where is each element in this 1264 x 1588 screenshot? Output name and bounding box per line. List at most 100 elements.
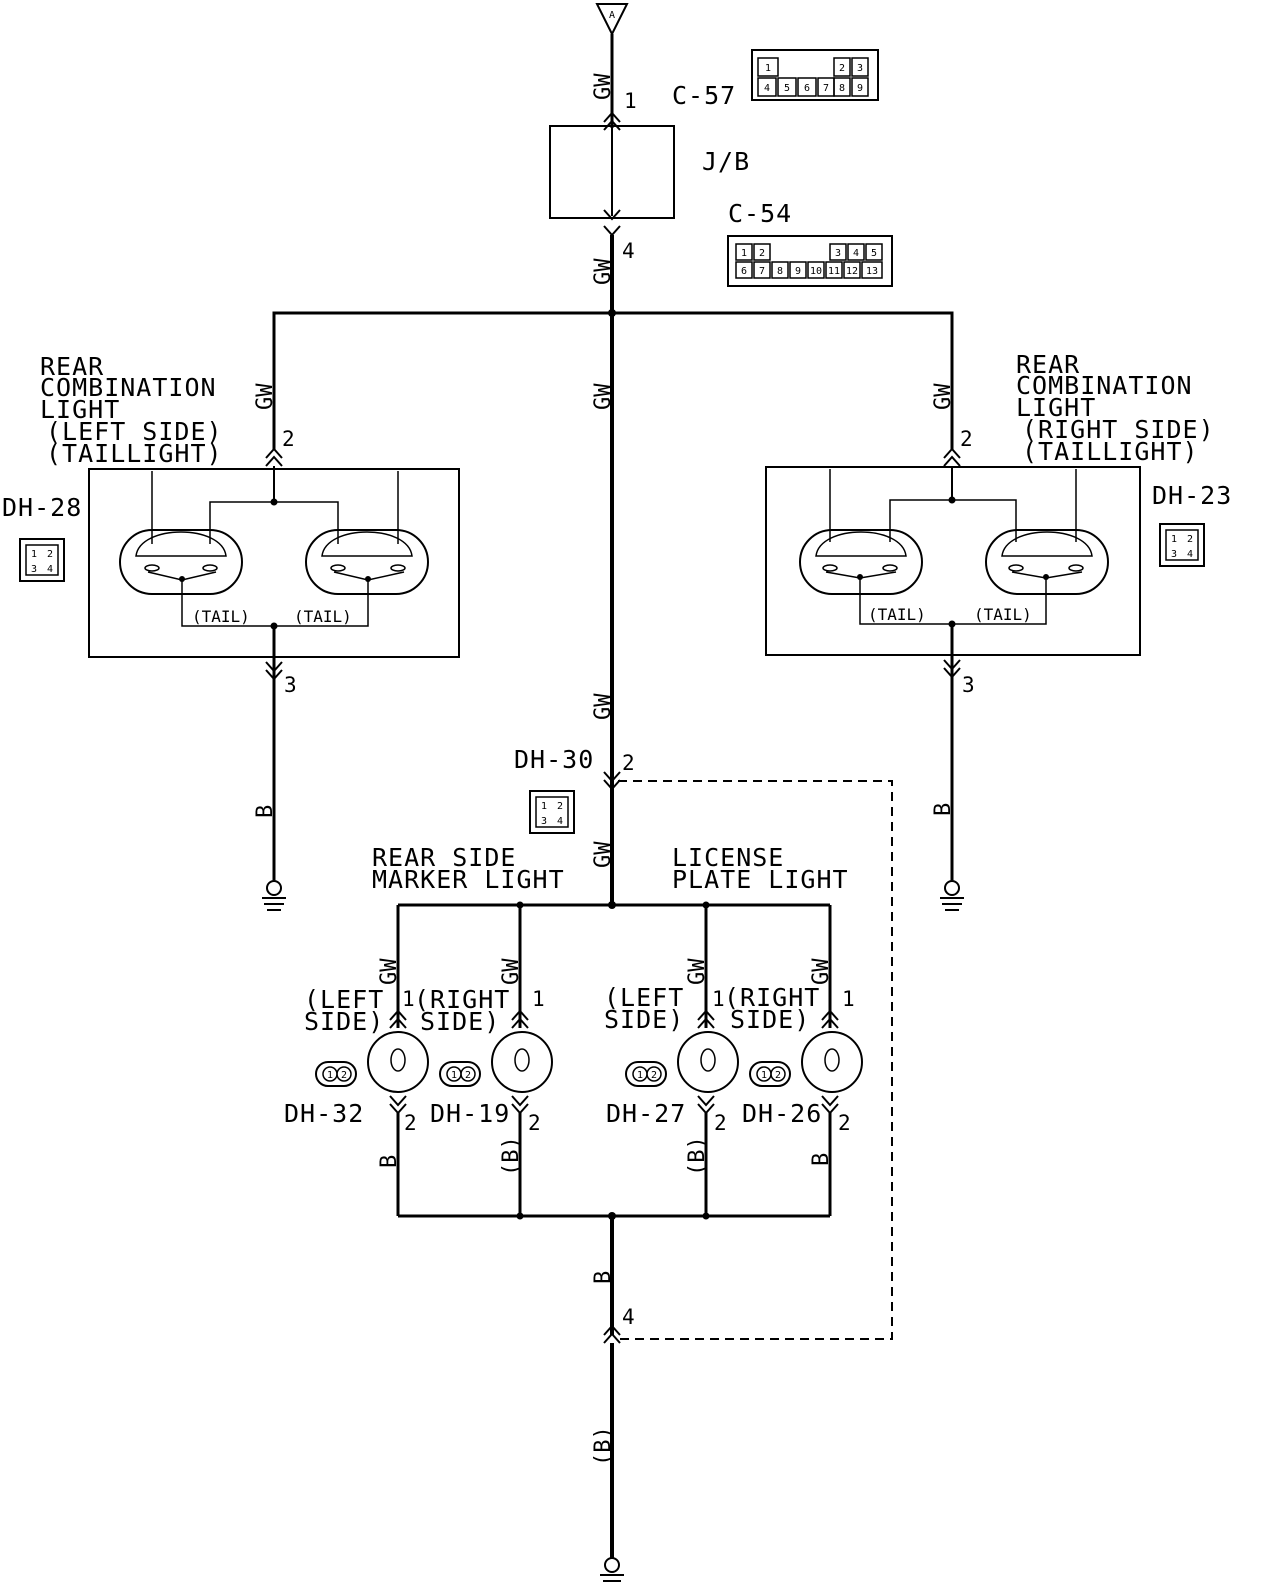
svg-text:B: B [253,805,278,818]
svg-text:2: 2 [775,1070,781,1081]
svg-text:3: 3 [835,248,841,259]
svg-text:(TAILLIGHT): (TAILLIGHT) [1022,437,1199,466]
svg-text:GW: GW [931,383,956,410]
svg-text:4: 4 [1187,549,1193,560]
pin-number: 4 [622,239,635,263]
svg-text:1: 1 [741,248,747,259]
svg-text:6: 6 [741,266,747,277]
svg-text:2: 2 [651,1070,657,1081]
svg-text:GW: GW [253,383,278,410]
svg-text:2: 2 [341,1070,347,1081]
svg-text:DH-26: DH-26 [742,1099,822,1128]
svg-text:SIDE): SIDE) [730,1005,810,1034]
svg-text:2: 2 [838,1111,851,1135]
svg-text:(LEFT: (LEFT [304,985,384,1014]
svg-text:GW: GW [591,841,616,868]
lamp-side-marker-left: GW 1 (LEFT SIDE) 2 B DH-32 1 2 [284,905,429,1216]
svg-text:12: 12 [846,266,858,277]
svg-text:(RIGHT: (RIGHT [724,983,820,1012]
svg-text:A: A [609,10,615,21]
svg-text:4: 4 [622,1305,635,1329]
svg-text:(B): (B) [499,1136,524,1176]
svg-text:SIDE): SIDE) [604,1005,684,1034]
junction-block-label: J/B [702,147,750,176]
svg-text:9: 9 [857,83,863,94]
connector-id: C-57 [672,81,736,110]
connector-id: C-54 [728,199,792,228]
svg-text:2: 2 [839,63,845,74]
svg-text:4: 4 [557,816,563,827]
svg-text:3: 3 [1171,549,1177,560]
svg-text:5: 5 [784,83,790,94]
svg-text:3: 3 [541,816,547,827]
svg-text:1: 1 [765,63,771,74]
svg-text:(LEFT: (LEFT [604,983,684,1012]
svg-text:GW: GW [377,958,402,985]
c57-connector-face: 1 2 3 4 5 6 7 8 9 [751,49,879,101]
svg-text:1: 1 [541,801,547,812]
c54-connector-face: 1 2 3 4 5 6 7 8 9 10 11 12 13 [727,235,893,287]
svg-text:9: 9 [795,266,801,277]
lamp-license-plate-left: GW 1 (LEFT SIDE) 2 (B) DH-27 1 2 [604,905,739,1216]
lamp-license-plate-right: GW 1 (RIGHT SIDE) 2 B DH-26 1 2 [724,905,863,1216]
svg-text:3: 3 [962,673,975,697]
svg-text:SIDE): SIDE) [304,1007,384,1036]
ground-return: B 4 (B) [591,1216,635,1582]
svg-text:GW: GW [809,958,834,985]
svg-text:10: 10 [810,266,822,277]
svg-text:COMBINATION: COMBINATION [40,373,217,402]
svg-text:1: 1 [451,1070,457,1081]
svg-text:1: 1 [327,1070,333,1081]
svg-text:5: 5 [871,248,877,259]
svg-text:2: 2 [465,1070,471,1081]
svg-text:2: 2 [557,801,563,812]
svg-text:1: 1 [1171,534,1177,545]
svg-text:B: B [591,1271,616,1284]
svg-text:(LEFT SIDE): (LEFT SIDE) [46,417,223,446]
svg-text:DH-28: DH-28 [2,493,82,522]
svg-text:(B): (B) [591,1426,616,1466]
svg-text:3: 3 [284,673,297,697]
svg-text:3: 3 [31,564,37,575]
wire-label: GW [591,383,616,410]
wire-label: GW [591,693,616,720]
svg-text:2: 2 [714,1111,727,1135]
svg-text:6: 6 [804,83,810,94]
svg-text:2: 2 [960,427,973,451]
svg-text:1: 1 [761,1070,767,1081]
svg-text:LIGHT: LIGHT [1016,393,1096,422]
svg-text:B: B [809,1153,834,1166]
svg-text:13: 13 [866,266,878,277]
svg-text:1: 1 [637,1070,643,1081]
svg-text:2: 2 [404,1111,417,1135]
svg-text:SIDE): SIDE) [420,1007,500,1036]
svg-text:(RIGHT SIDE): (RIGHT SIDE) [1022,415,1215,444]
svg-text:2: 2 [528,1111,541,1135]
group-title: MARKER LIGHT [372,865,565,894]
group-title: LICENSE [672,843,784,872]
group-title: PLATE LIGHT [672,865,849,894]
svg-text:(B): (B) [685,1136,710,1176]
wire-label: GW [591,258,616,285]
svg-text:REAR: REAR [40,352,104,381]
svg-text:DH-30: DH-30 [514,745,594,774]
svg-text:8: 8 [839,83,845,94]
svg-text:DH-27: DH-27 [606,1099,686,1128]
svg-text:1: 1 [402,987,415,1011]
svg-text:(TAIL): (TAIL) [192,607,250,626]
svg-text:3: 3 [857,63,863,74]
rear-combination-light-left: REAR COMBINATION LIGHT (LEFT SIDE) (TAIL… [2,352,460,911]
svg-text:GW: GW [685,958,710,985]
rear-combination-light-right: REAR COMBINATION LIGHT (RIGHT SIDE) (TAI… [765,350,1232,911]
group-title: REAR SIDE [372,843,516,872]
svg-text:COMBINATION: COMBINATION [1016,371,1193,400]
svg-text:2: 2 [759,248,765,259]
svg-text:(TAILLIGHT): (TAILLIGHT) [46,439,223,468]
wire-label: GW [591,73,616,100]
svg-text:4: 4 [47,564,53,575]
svg-text:11: 11 [828,266,840,277]
svg-text:REAR: REAR [1016,350,1080,379]
svg-text:7: 7 [823,83,829,94]
svg-text:LIGHT: LIGHT [40,395,120,424]
svg-text:DH-23: DH-23 [1152,481,1232,510]
